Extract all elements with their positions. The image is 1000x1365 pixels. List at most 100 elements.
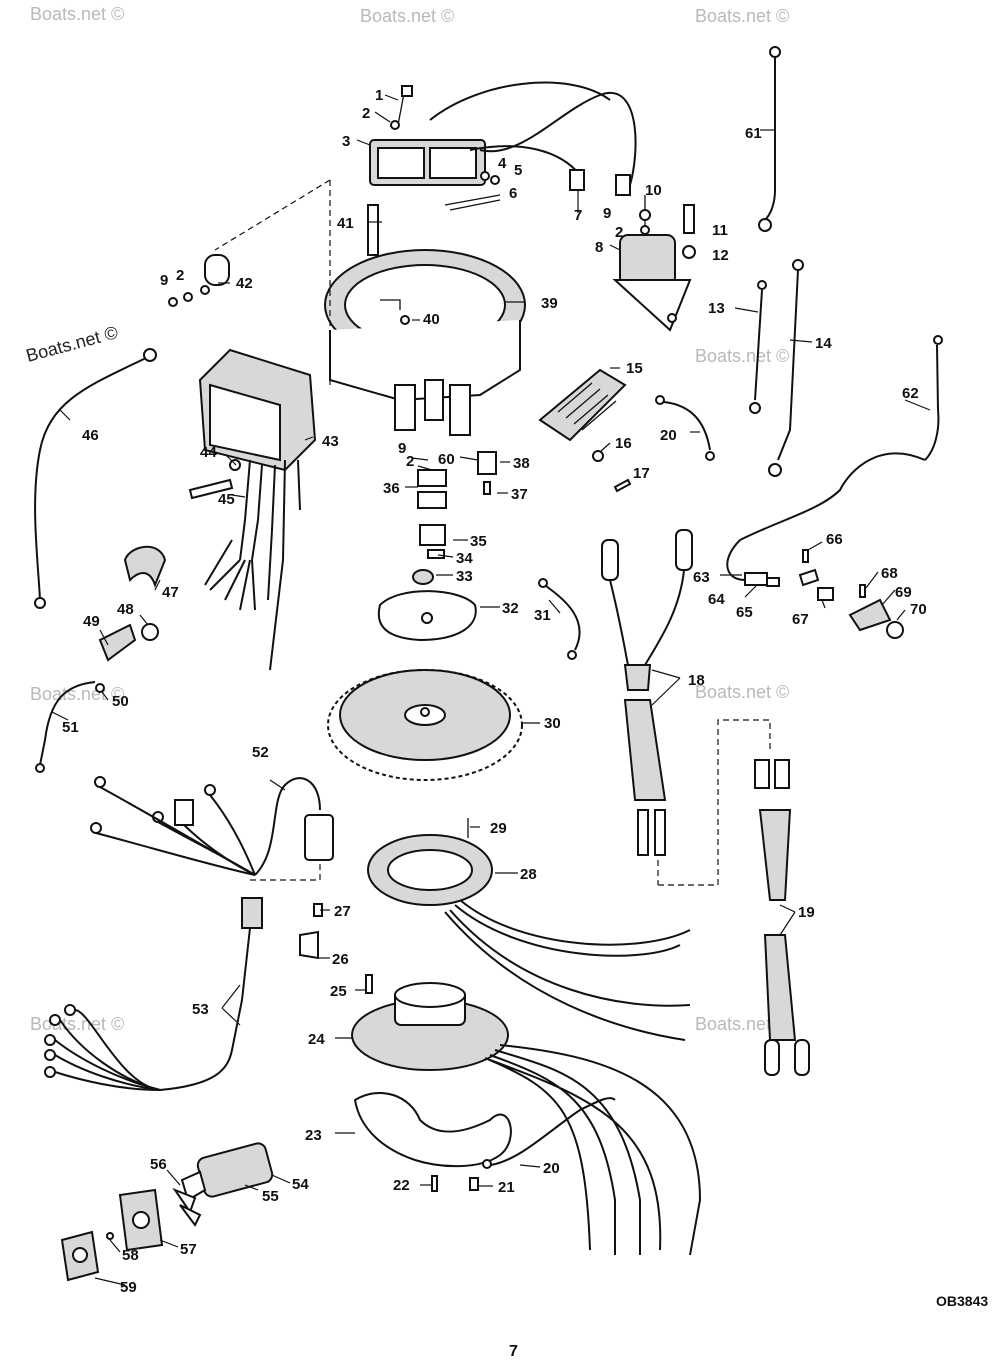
battery-cables-19 (754, 759, 810, 1076)
callout-32: 32 (502, 600, 519, 617)
callout-34: 34 (456, 550, 473, 567)
callout-38: 38 (513, 455, 530, 472)
callout-44: 44 (200, 444, 217, 461)
callout-8: 8 (595, 239, 603, 256)
watermark: Boats.net © (695, 1014, 789, 1034)
callout-9b: 9 (160, 272, 168, 289)
callout-9: 9 (603, 205, 611, 222)
callout-68: 68 (881, 565, 898, 582)
small-hardware (299, 903, 373, 994)
callout-37: 37 (511, 486, 528, 503)
callout-35: 35 (470, 533, 487, 550)
callout-21: 21 (498, 1179, 515, 1196)
temp-switch-cluster (726, 539, 904, 639)
timer-base-32 (377, 590, 477, 642)
callout-27: 27 (334, 903, 351, 920)
wire-20-upper (655, 395, 715, 461)
callout-61: 61 (745, 125, 762, 142)
callout-1: 1 (375, 87, 383, 104)
starter-solenoid (612, 195, 696, 332)
callout-7: 7 (574, 207, 582, 224)
callout-56: 56 (150, 1156, 167, 1173)
callout-13: 13 (708, 300, 725, 317)
callout-41: 41 (337, 215, 354, 232)
ignition-switch (172, 1142, 274, 1227)
callout-20b: 20 (543, 1160, 560, 1177)
callout-2d: 2 (406, 453, 414, 470)
watermark: Boats.net © (695, 682, 789, 702)
callout-33: 33 (456, 568, 473, 585)
callout-39: 39 (541, 295, 558, 312)
callout-62: 62 (902, 385, 919, 402)
callout-29: 29 (490, 820, 507, 837)
callout-46: 46 (82, 427, 99, 444)
callout-64: 64 (708, 591, 725, 608)
harness-52 (90, 776, 334, 876)
callout-36: 36 (383, 480, 400, 497)
callout-70: 70 (910, 601, 927, 618)
callout-11: 11 (712, 222, 728, 239)
callout-57: 57 (180, 1241, 197, 1258)
callout-25: 25 (330, 983, 347, 1000)
callout-10: 10 (645, 182, 662, 199)
callout-52: 52 (252, 744, 269, 761)
battery-cables-18 (601, 529, 693, 856)
rectifier-15 (538, 368, 632, 493)
callout-20: 20 (660, 427, 677, 444)
callout-2c: 2 (176, 267, 184, 284)
callout-24: 24 (308, 1031, 325, 1048)
callout-4: 4 (498, 155, 507, 172)
terminal-block-48-49 (35, 623, 159, 773)
callout-63: 63 (693, 569, 710, 586)
callout-48: 48 (117, 601, 134, 618)
callout-19: 19 (798, 904, 815, 921)
callout-9c: 9 (398, 440, 406, 457)
trigger-plate-23 (353, 1091, 512, 1168)
lead-wire-61 (758, 46, 781, 232)
watermark: Boats.net © (30, 4, 124, 24)
callout-26: 26 (332, 951, 349, 968)
callout-51: 51 (62, 719, 79, 736)
callout-69: 69 (895, 584, 912, 601)
switch-box (188, 348, 317, 671)
leader-lines (51, 94, 931, 1286)
rectifier-assembly (369, 81, 637, 211)
coil-42 (168, 254, 230, 307)
clamp-47 (123, 545, 167, 588)
callout-5: 5 (514, 162, 522, 179)
callout-42: 42 (236, 275, 253, 292)
callout-23: 23 (305, 1127, 322, 1144)
callout-49: 49 (83, 613, 100, 630)
callout-60: 60 (438, 451, 455, 468)
callout-3: 3 (342, 133, 350, 150)
callout-labels: 1 2 3 4 5 6 7 8 9 2 10 11 12 13 14 15 16… (62, 87, 927, 1296)
callout-67: 67 (792, 611, 809, 628)
callout-66: 66 (826, 531, 843, 548)
timer-base-24 (351, 982, 702, 1256)
callout-40: 40 (423, 311, 440, 328)
callout-12: 12 (712, 247, 729, 264)
callout-15: 15 (626, 360, 643, 377)
callout-54: 54 (292, 1176, 309, 1193)
ignition-stator-ring (324, 204, 526, 436)
callout-47: 47 (162, 584, 179, 601)
callout-55: 55 (262, 1188, 279, 1205)
callout-43: 43 (322, 433, 339, 450)
ground-wire-46 (34, 348, 157, 609)
mounting-plates (60, 1188, 164, 1282)
callout-18: 18 (688, 672, 705, 689)
callout-2: 2 (362, 105, 370, 122)
flywheel (327, 669, 523, 781)
callout-14: 14 (815, 335, 832, 352)
callout-31: 31 (534, 607, 551, 624)
callout-2b: 2 (615, 224, 623, 241)
wire-20-lower (431, 1097, 616, 1192)
callout-65: 65 (736, 604, 753, 621)
watermark: Boats.net © (695, 6, 789, 26)
harness-53 (44, 897, 263, 1091)
lead-wires-13-14 (749, 259, 804, 477)
callout-28: 28 (520, 866, 537, 883)
page-number: 7 (509, 1343, 518, 1360)
callout-45: 45 (218, 491, 235, 508)
